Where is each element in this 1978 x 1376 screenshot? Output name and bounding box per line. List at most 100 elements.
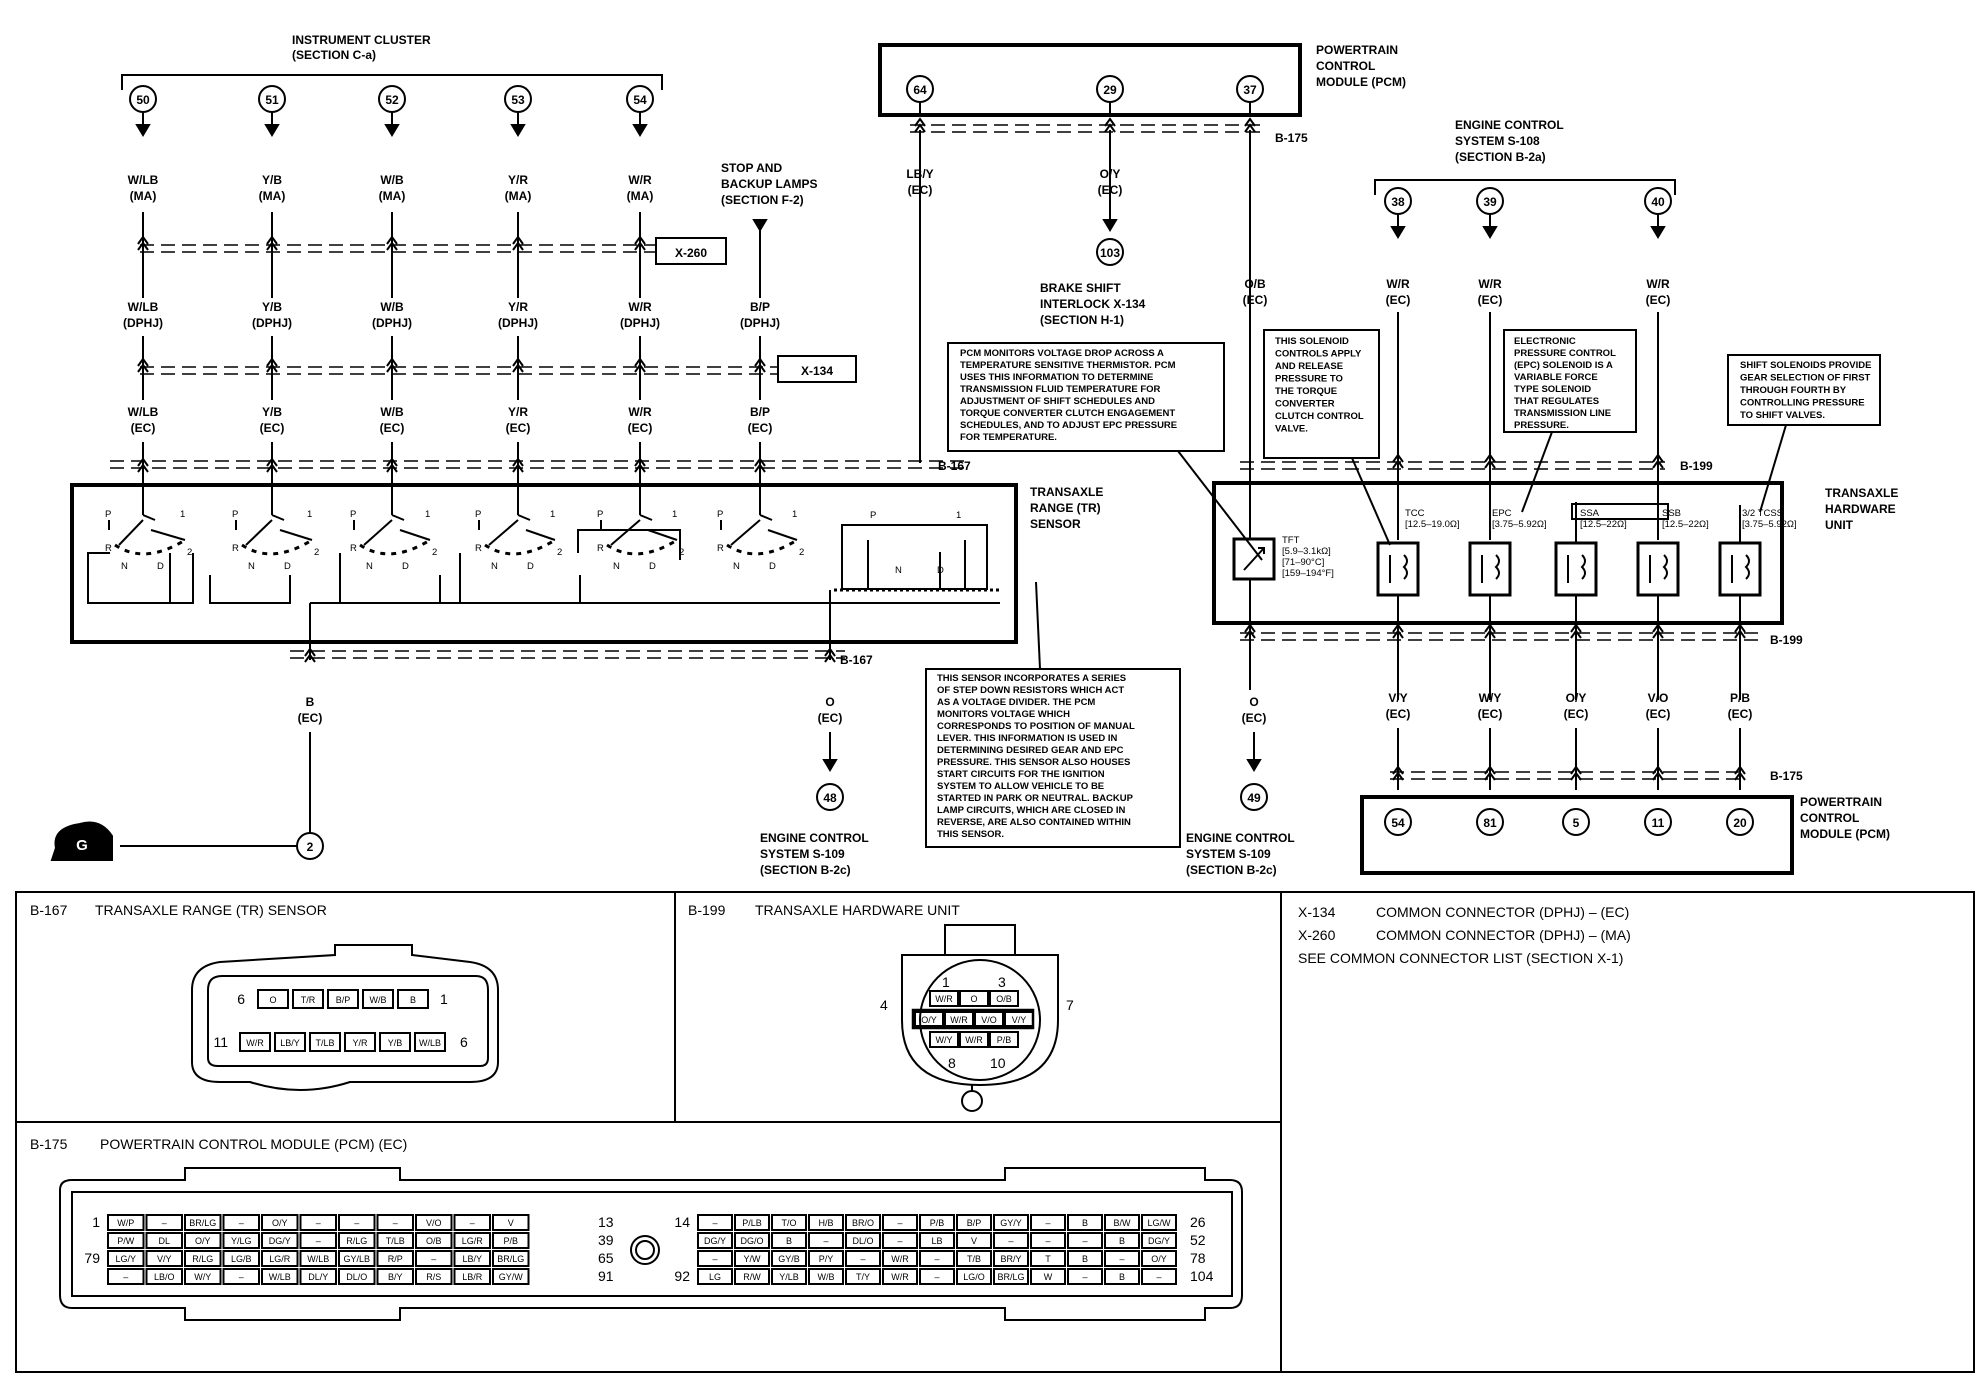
b167-connector-inner (207, 975, 489, 1067)
tr-internal-wire (577, 529, 681, 560)
wire-color: P/B (1730, 691, 1750, 705)
b175-pin-cell (492, 1268, 530, 1285)
b175-pin-label: GY/LB (343, 1254, 370, 1264)
connector-chevron-icon (1392, 453, 1404, 463)
b175-pin-cell (299, 1250, 337, 1267)
solenoid-box (1554, 541, 1598, 597)
b199-pin-cell (989, 990, 1019, 1007)
b175-pin-label: B (1082, 1254, 1088, 1264)
note-text: AND RELEASE (1275, 361, 1343, 372)
solenoid-spec: [3.75–5.92Ω] (1492, 519, 1547, 530)
solenoid-box (1376, 541, 1420, 597)
b175-pin-cell (184, 1250, 222, 1267)
connector-chevron-icon (386, 235, 398, 245)
pin-number: 29 (1103, 83, 1117, 97)
b167-pin-label: T/R (301, 995, 316, 1005)
b175-pin-cell (376, 1268, 414, 1285)
common-connector-id: X-134 (1298, 904, 1336, 920)
b175-pin-cell (222, 1268, 260, 1285)
pcm-bottom-pin (1384, 808, 1412, 836)
b175-pin-label: Y/LB (779, 1272, 799, 1282)
note-text: PCM MONITORS VOLTAGE DROP ACROSS A (960, 348, 1164, 359)
wire-color: (EC) (131, 421, 156, 435)
engine-s109-title: (SECTION B-2c) (1186, 863, 1277, 877)
note-text: SHIFT SOLENOIDS PROVIDE (1740, 360, 1871, 371)
solenoid-name: SSB (1662, 508, 1681, 519)
b199-pin-number: 1 (942, 974, 950, 990)
b175-pin-label: – (712, 1254, 717, 1264)
b175-pin-number: 39 (598, 1232, 614, 1248)
wire-color: (DPHJ) (123, 316, 163, 330)
b175-pin-cell (107, 1232, 145, 1249)
connector-chevron-icon (634, 235, 646, 245)
b175-pin-label: Y/W (744, 1254, 762, 1264)
connector-chevron-icon (386, 463, 398, 473)
arrow-down-icon (1246, 759, 1262, 772)
connector-b167-label: B-167 (938, 459, 971, 473)
b175-pin-label: W/P (117, 1218, 134, 1228)
connector-chevron-icon (1104, 117, 1116, 127)
tr-position-label: N (895, 565, 902, 576)
wire-color: B (306, 695, 315, 709)
b175-pin-cell (492, 1214, 530, 1231)
pin-number: 54 (633, 93, 647, 107)
tr-switch (399, 529, 431, 541)
note-text: CLUTCH CONTROL (1275, 411, 1364, 422)
connector-chevron-icon (386, 241, 398, 251)
wire-color: W/R (628, 300, 652, 314)
connector-chevron-icon (634, 357, 646, 367)
pin-number: 54 (1391, 816, 1405, 830)
b175-pin-cell (492, 1250, 530, 1267)
b175-pin-cell (184, 1268, 222, 1285)
b167-pin-number: 6 (237, 991, 245, 1007)
connector-chevron-icon (634, 241, 646, 251)
b175-pin-cell (222, 1232, 260, 1249)
wire-color: (EC) (260, 421, 285, 435)
pcm-monitors-note-box (947, 342, 1225, 452)
wire-color: (MA) (627, 189, 654, 203)
connector-x134-label: X-134 (801, 364, 833, 378)
b175-pin-cell (993, 1250, 1029, 1267)
connector-chevron-icon (1652, 459, 1664, 469)
wire-color: B/P (750, 405, 770, 419)
tr-position-label: N (248, 561, 255, 572)
pcm-top-box (878, 43, 1302, 117)
b175-pin-label: R/LG (346, 1236, 367, 1246)
b175-pin-cell (919, 1214, 955, 1231)
wire-color: (EC) (908, 183, 933, 197)
note-text: CORRESPONDS TO POSITION OF MANUAL (937, 721, 1135, 732)
b199-pin-number: 10 (990, 1055, 1006, 1071)
wire-color: LB/Y (906, 167, 933, 181)
b175-pin-cell (882, 1232, 918, 1249)
tr-position-label: 1 (307, 509, 312, 520)
connector-b167-label: B-167 (840, 653, 873, 667)
b175-pin-cell (376, 1232, 414, 1249)
engine-s109-pin (816, 783, 844, 811)
connector-chevron-icon (1734, 629, 1746, 639)
note-text: SCHEDULES, AND TO ADJUST EPC PRESSURE (960, 420, 1177, 431)
tr-position-label: N (733, 561, 740, 572)
connector-chevron-icon (1392, 629, 1404, 639)
b175-pin-cell (845, 1250, 881, 1267)
b175-pin-cell (1104, 1268, 1140, 1285)
note-text: START CIRCUITS FOR THE IGNITION (937, 769, 1105, 780)
b175-pin-label: V/Y (157, 1254, 172, 1264)
tr-position-label: N (366, 561, 373, 572)
b175-pin-cell (222, 1214, 260, 1231)
engine-s109-title: SYSTEM S-109 (1186, 847, 1271, 861)
brake-shift-title: INTERLOCK X-134 (1040, 297, 1146, 311)
b175-pin-label: Y/LG (231, 1236, 252, 1246)
b175-pin-label: – (239, 1272, 244, 1282)
tr-position-label: N (121, 561, 128, 572)
b199-key-tab (944, 924, 1016, 956)
b175-pin-cell (697, 1232, 733, 1249)
b167-pin-number: 1 (440, 991, 448, 1007)
tr-sensor-note-box (925, 668, 1181, 848)
b167-pin-cell (274, 1032, 306, 1052)
tr-contact-arc (114, 538, 186, 556)
pcm-bottom-pin (1476, 808, 1504, 836)
b175-pin-label: – (934, 1254, 939, 1264)
b175-pin-cell (415, 1250, 453, 1267)
note-text: VARIABLE FORCE (1514, 372, 1598, 383)
arrow-down-icon (135, 124, 151, 137)
